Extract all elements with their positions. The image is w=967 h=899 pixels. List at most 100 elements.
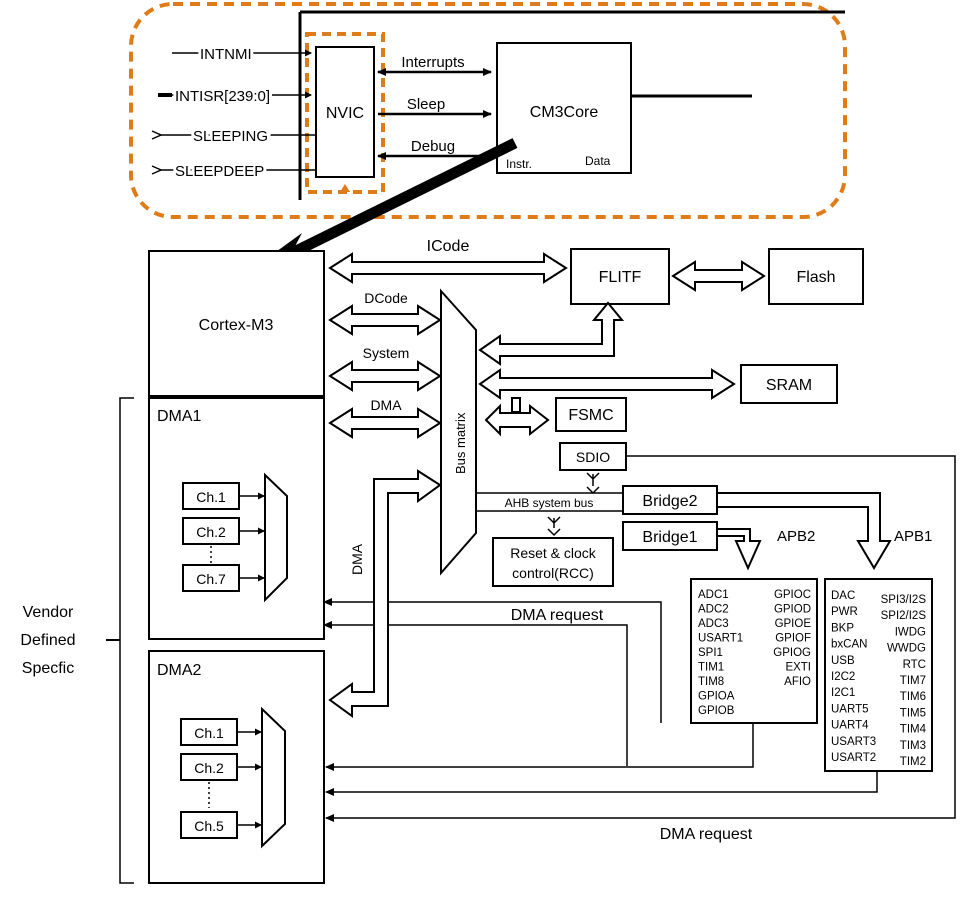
intisr-label: INTISR[239:0] — [175, 88, 270, 105]
sdio-box — [559, 442, 627, 471]
bus-matrix-label: Bus matrix — [453, 412, 468, 474]
apb1-peripherals-right: SPI3/I2SSPI2/I2SIWDGWWDGRTCTIM7TIM6TIM5T… — [881, 594, 927, 768]
apb2-peripheral-right-5: EXTI — [785, 662, 811, 674]
dma2-title: DMA2 — [157, 662, 202, 679]
apb1-peripheral-right-9: TIM3 — [900, 740, 926, 752]
dma2-channel-5-label: Ch.5 — [194, 818, 224, 834]
system-label: System — [363, 345, 410, 361]
interrupts-label: Interrupts — [401, 54, 464, 71]
apb1-peripheral-left-6: I2C1 — [831, 687, 855, 699]
apb1-peripheral-left-3: bxCAN — [831, 639, 867, 651]
ahb-label: AHB system bus — [505, 496, 594, 510]
cortex-m3-box — [148, 250, 325, 397]
flitf-box — [570, 248, 670, 305]
sram-box — [740, 364, 838, 404]
zoom-arrow-shaft — [289, 138, 518, 258]
debug-label: Debug — [411, 138, 455, 155]
dma1-title: DMA1 — [157, 408, 202, 425]
apb1-peripheral-right-10: TIM2 — [900, 756, 926, 768]
apb2-peripheral-left-4: SPI1 — [698, 647, 723, 659]
apb1-peripheral-right-5: TIM7 — [900, 675, 926, 687]
nvic-label: NVIC — [326, 105, 364, 122]
flitf-label: FLITF — [599, 269, 642, 286]
dma1-channel-7-label: Ch.7 — [196, 571, 226, 587]
apb1-peripheral-right-0: SPI3/I2S — [881, 594, 927, 606]
bridge2-label: Bridge2 — [642, 493, 697, 510]
apb2-peripheral-left-1: ADC2 — [698, 604, 729, 616]
dma1-channel-1-label: Ch.1 — [196, 489, 226, 505]
apb1-peripheral-left-0: DAC — [831, 590, 855, 602]
dma-request-label-2: DMA request — [660, 826, 753, 843]
icode-label: ICode — [427, 238, 470, 255]
dma-bus-label: DMA — [370, 397, 402, 413]
apb2-peripheral-left-6: TIM8 — [698, 676, 724, 688]
sleeping-label: SLEEPING — [193, 128, 268, 145]
dma2-channels: Ch.1 Ch.2 Ch.5 — [180, 718, 262, 839]
flash-label: Flash — [796, 269, 835, 286]
dma1-channel-1 — [182, 482, 240, 510]
flash-box — [768, 248, 864, 305]
apb2-peripheral-left-7: GPIOA — [698, 691, 735, 703]
vendor-bracket — [119, 397, 134, 884]
flitf-flash-arrow — [671, 260, 766, 292]
fsmc-label: FSMC — [568, 407, 613, 424]
rcc-box — [492, 537, 614, 587]
apb2-label: APB2 — [777, 528, 815, 545]
dma-vertical-bus-arrow — [328, 469, 442, 718]
vendor-label-line1: Vendor — [23, 604, 74, 621]
cm3core-data-port: Data — [585, 154, 611, 168]
apb2-peripheral-right-1: GPIOD — [774, 604, 811, 616]
bridge2-box — [622, 485, 718, 515]
apb1-peripheral-left-10: USART2 — [831, 752, 876, 764]
apb1-peripheral-right-1: SPI2/I2S — [881, 610, 927, 622]
dma-request-line-dma1-b — [323, 621, 628, 766]
sleepdeep-label: SLEEPDEEP — [175, 163, 264, 180]
rcc-label-line1: Reset & clock — [510, 545, 597, 561]
dma-request-line-apb2-dma1 — [323, 598, 662, 723]
apb2-peripheral-left-3: USART1 — [698, 633, 743, 645]
apb2-arrow — [716, 528, 762, 571]
nvic-box — [315, 46, 375, 178]
apb1-peripheral-right-3: WWDG — [887, 643, 926, 655]
apb1-peripheral-left-1: PWR — [831, 606, 858, 618]
dma-request-line-apb2-dma2 — [325, 723, 754, 771]
bridge1-label: Bridge1 — [642, 529, 697, 546]
dma1-channel-2-label: Ch.2 — [196, 524, 226, 540]
fsmc-stub — [511, 397, 521, 413]
dma2-channel-1-label: Ch.1 — [194, 725, 224, 741]
dma-bus-arrow — [328, 407, 442, 439]
dcode-bus-arrow — [328, 304, 442, 336]
apb1-peripheral-left-8: UART4 — [831, 720, 869, 732]
apb1-label: APB1 — [894, 528, 932, 545]
apb2-peripheral-left-5: TIM1 — [698, 662, 724, 674]
icode-bus-arrow — [328, 252, 568, 284]
apb2-peripheral-right-4: GPIOG — [773, 647, 811, 659]
matrix-fsmc-arrow — [484, 403, 550, 437]
sleep-label: Sleep — [407, 96, 445, 113]
apb2-peripheral-right-2: GPIOE — [775, 618, 812, 630]
apb1-peripherals-box — [824, 578, 933, 772]
dma-request-line-apb1-dma2 — [325, 771, 878, 796]
apb2-peripheral-right-3: GPIOF — [775, 633, 811, 645]
apb1-peripheral-right-6: TIM6 — [900, 691, 926, 703]
apb1-peripheral-left-2: BKP — [831, 622, 854, 634]
apb1-peripheral-left-7: UART5 — [831, 703, 869, 715]
dma2-mux — [261, 706, 286, 849]
apb2-peripheral-left-0: ADC1 — [698, 589, 729, 601]
dcode-label: DCode — [364, 290, 408, 306]
nvic-detail-outline — [129, 2, 847, 219]
apb1-peripheral-left-5: I2C2 — [831, 671, 855, 683]
apb1-peripheral-right-2: IWDG — [895, 626, 926, 638]
sdio-label: SDIO — [576, 449, 610, 465]
cm3core-box — [496, 42, 632, 174]
apb1-peripheral-left-4: USB — [831, 655, 855, 667]
dma1-channels: Ch.1 Ch.2 Ch.7 — [182, 482, 265, 592]
apb1-peripherals-left: DAC PWR BKP bxCAN USB I2C2I2C1UART5UART4USART… — [831, 590, 876, 764]
dma2-channel-2-label: Ch.2 — [194, 760, 224, 776]
cm3core-instr-port: Instr. — [506, 157, 532, 171]
sdio-ahb-connector — [586, 472, 600, 495]
apb1-peripheral-right-8: TIM4 — [900, 724, 927, 736]
